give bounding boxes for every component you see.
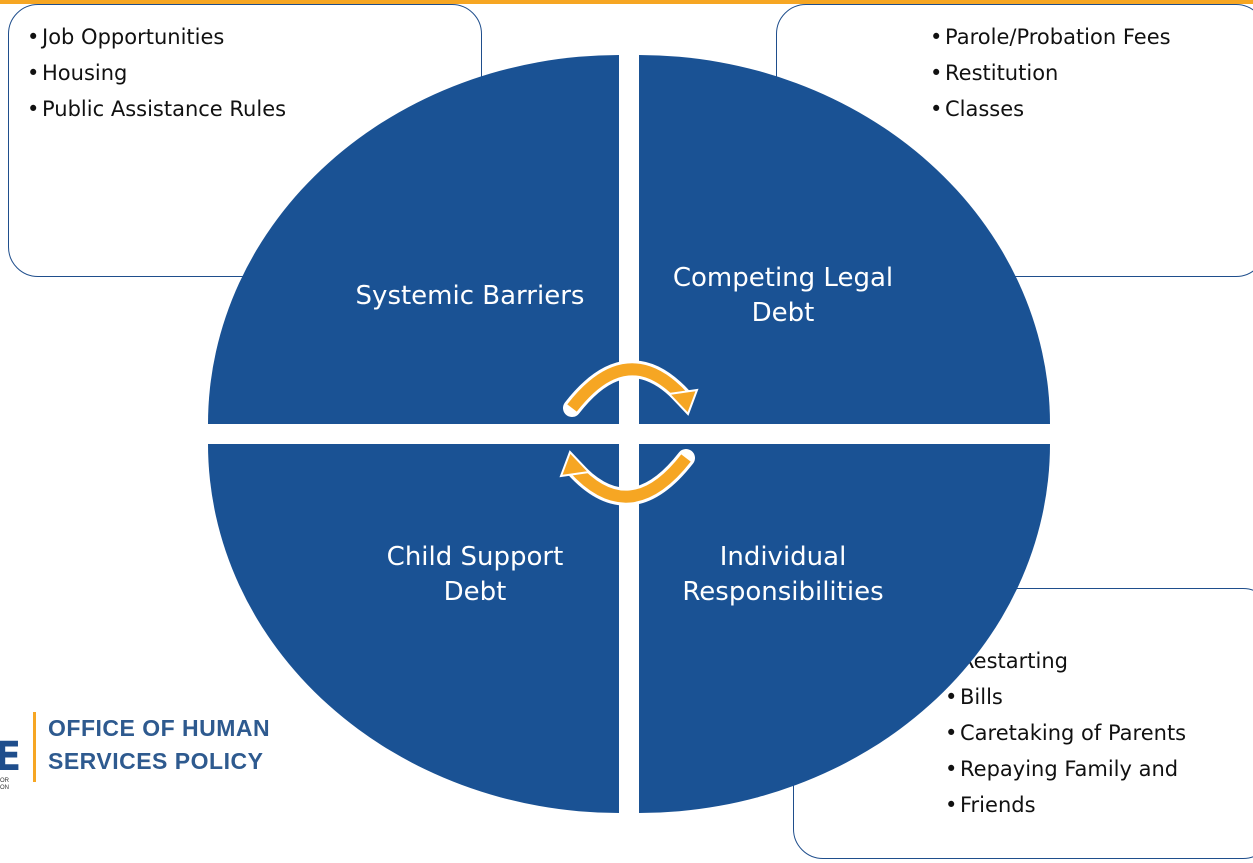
cycle-arrow-bottom-body xyxy=(569,454,691,503)
quadrant-competing-legal-debt xyxy=(639,55,1050,424)
label-systemic-barriers: Systemic Barriers xyxy=(355,281,585,311)
logo-mark: E xyxy=(0,734,22,780)
list-item: Restitution xyxy=(930,55,1171,91)
list-item: Caretaking of Parents xyxy=(945,715,1186,751)
list-item-continuation: Friends xyxy=(945,787,1186,823)
systemic-barriers-list: Job Opportunities Housing Public Assista… xyxy=(27,19,286,127)
logo-divider xyxy=(33,712,36,782)
logo-mini-text: OR ON xyxy=(0,778,9,791)
list-item: Housing xyxy=(27,55,286,91)
logo-title: OFFICE OF HUMAN SERVICES POLICY xyxy=(48,715,271,774)
list-item: Repaying Family and xyxy=(945,751,1186,787)
list-item: Bills xyxy=(945,679,1186,715)
label-competing-legal-debt: Competing Legal Debt xyxy=(672,263,894,328)
list-item: Job Opportunities xyxy=(27,19,286,55)
cycle-arrow-bottom-head xyxy=(559,450,592,478)
cycle-arrow-top-head xyxy=(666,388,699,416)
list-item: Public Assistance Rules xyxy=(27,91,286,127)
label-individual-responsibilities: Individual Responsibilities xyxy=(682,542,884,607)
quadrant-systemic-barriers xyxy=(208,55,619,424)
legal-debt-list: Parole/Probation Fees Restitution Classe… xyxy=(930,19,1171,127)
top-accent-bar xyxy=(0,0,1253,4)
individual-responsibilities-list: Restarting Bills Caretaking of Parents R… xyxy=(945,643,1186,823)
list-item: Classes xyxy=(930,91,1171,127)
list-item: Parole/Probation Fees xyxy=(930,19,1171,55)
quadrant-child-support-debt xyxy=(208,444,619,813)
cycle-arrow-top-body xyxy=(567,363,689,412)
quadrant-individual-responsibilities xyxy=(639,444,1050,813)
label-child-support-debt: Child Support Debt xyxy=(386,542,564,607)
agency-logo: E OR ON OFFICE OF HUMAN SERVICES POLICY xyxy=(0,712,320,812)
